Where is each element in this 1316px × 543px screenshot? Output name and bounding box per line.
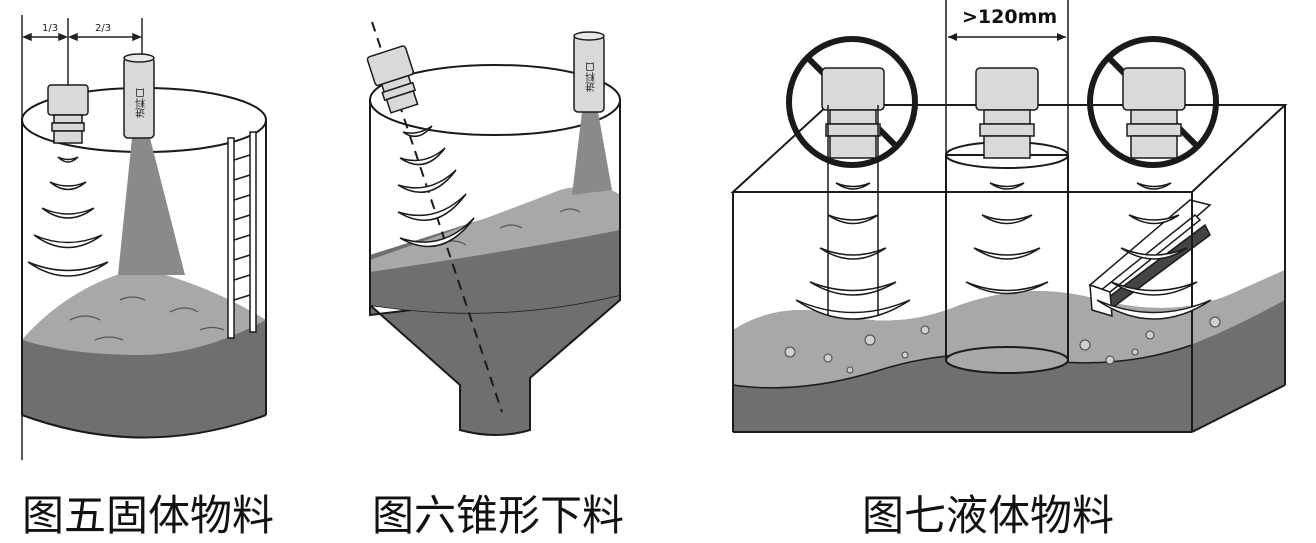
min-distance-label: >120mm	[962, 6, 1057, 28]
liquid-surface	[733, 270, 1285, 388]
feed-cone-beam	[118, 138, 185, 275]
feed-inlet-label: 进料口	[586, 62, 598, 92]
ladder	[227, 131, 257, 339]
ultrasonic-sensor-left	[821, 67, 885, 159]
figure-solid-material: 1/3 2/3 进料口	[21, 15, 267, 460]
ultrasonic-sensor-right	[1122, 67, 1186, 159]
feed-inlet-label: 进料口	[136, 88, 148, 118]
sound-wave-arcs	[965, 182, 1049, 295]
material-slope-surface	[370, 186, 620, 272]
ultrasonic-sensor	[47, 84, 89, 144]
sound-wave-arcs	[1096, 182, 1212, 320]
prohibited-sign-left	[786, 36, 918, 168]
caption-figure-5: 图五固体物料	[22, 491, 275, 540]
prohibited-sign-right	[1087, 36, 1219, 168]
caption-figure-7: 图七液体物料	[862, 491, 1115, 540]
ultrasonic-sensor	[366, 45, 419, 114]
feed-cone-beam	[572, 112, 612, 195]
hopper-cone	[369, 283, 621, 436]
sound-wave-arcs	[27, 156, 109, 277]
material-pile-surface	[22, 268, 266, 355]
dimension-label-left: 1/3	[42, 23, 58, 34]
figure-liquid-material: >120mm	[730, 0, 1288, 433]
sound-wave-arcs	[795, 182, 911, 320]
sound-wave-arcs	[397, 125, 475, 248]
ultrasonic-sensor-center	[975, 67, 1039, 159]
bubbles	[784, 316, 1221, 374]
caption-figure-6: 图六锥形下料	[372, 491, 625, 540]
dimension-label-right: 2/3	[95, 23, 111, 34]
figure-conical-hopper: 进料口	[366, 21, 621, 436]
